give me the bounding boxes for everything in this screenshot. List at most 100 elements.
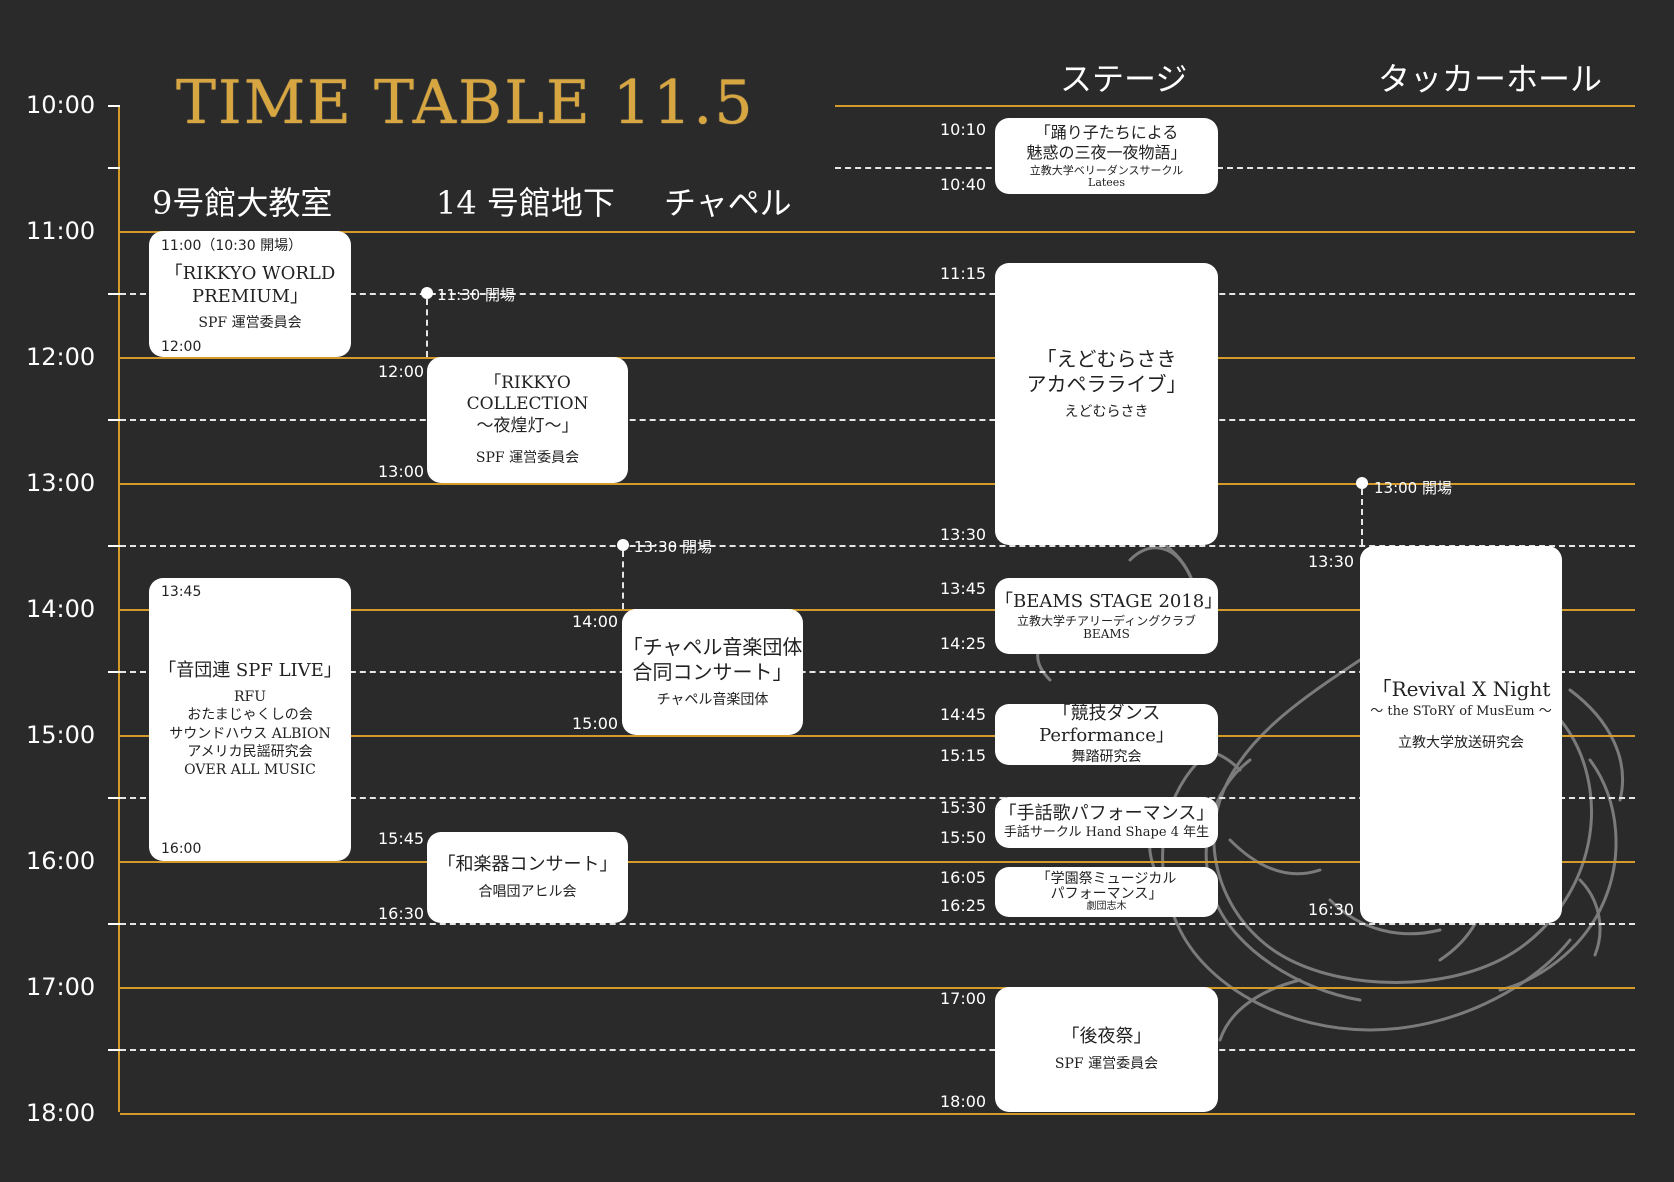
event-card-revival-x-night[interactable]: 「Revival X Night ～ the SToRY of MusEum ～…	[1360, 546, 1562, 923]
hour-label-12: 12:00	[26, 343, 96, 371]
event-card-belly-dance[interactable]: 「踊り子たちによる 魅惑の三夜一夜物語」 立教大学ベリーダンスサークル Late…	[995, 118, 1218, 194]
event-organizer: 立教大学ベリーダンスサークル Latees	[1029, 164, 1184, 189]
event-organizer: 立教大学チアリーディングクラブ BEAMS	[1017, 614, 1196, 642]
event-end-time: 18:00	[940, 1092, 987, 1111]
event-end-time: 12:00	[161, 339, 202, 355]
event-card-kyogi-dance[interactable]: 「競技ダンス Performance」 舞踏研究会	[995, 702, 1218, 765]
event-end-time: 16:30	[1308, 900, 1355, 919]
event-start-time: 15:30	[940, 798, 987, 817]
half-line-1430	[120, 671, 1635, 673]
event-card-edomurasaki[interactable]: 「えどむらさき アカペラライブ」 えどむらさき	[995, 263, 1218, 545]
event-title: 「RIKKYO COLLECTION ～夜煌灯～」	[466, 373, 589, 436]
event-end-time: 15:00	[572, 714, 619, 733]
event-organizer: SPF 運営委員会	[475, 449, 580, 466]
event-card-chapel-concert[interactable]: 「チャペル音楽団体 合同コンサート」 チャペル音楽団体	[622, 609, 803, 735]
opening-time-label: 11:30 開場	[437, 286, 515, 304]
event-organizer: SPF 運営委員会	[198, 315, 302, 332]
event-title: 「えどむらさき アカペラライブ」	[1026, 346, 1187, 396]
hour-label-18: 18:00	[26, 1099, 96, 1127]
hour-line-18	[120, 1113, 1635, 1115]
opening-connector	[1361, 489, 1363, 545]
hour-label-10: 10:00	[26, 91, 96, 119]
event-title: 「手話歌パフォーマンス」	[998, 802, 1215, 824]
axis-tick	[108, 545, 120, 547]
axis-tick	[108, 419, 120, 421]
event-start-time: 16:05	[940, 868, 987, 887]
event-end-time: 16:25	[940, 896, 987, 915]
hour-line-11	[120, 231, 1635, 233]
event-start-time: 13:45	[940, 579, 987, 598]
hour-label-17: 17:00	[26, 973, 96, 1001]
event-start-time: 13:45	[161, 584, 202, 600]
venue-header-stage: ステージ	[1060, 60, 1188, 98]
opening-time-label: 13:00 開場	[1374, 479, 1452, 497]
event-title: 「競技ダンス Performance」	[1039, 702, 1174, 747]
hour-line-17	[120, 987, 1635, 989]
event-start-time: 12:00	[378, 362, 425, 381]
event-start-time: 13:30	[1308, 552, 1355, 571]
event-organizer: えどむらさき	[1064, 403, 1149, 420]
hour-label-11: 11:00	[26, 217, 96, 245]
half-line-1030	[835, 167, 1635, 169]
hour-label-13: 13:00	[26, 469, 96, 497]
hour-line-13	[120, 483, 1635, 485]
event-card-rikkyo-world-premium[interactable]: 11:00（10:30 開場） 「RIKKYO WORLD PREMIUM」 S…	[149, 231, 351, 357]
event-card-rikkyo-collection[interactable]: 「RIKKYO COLLECTION ～夜煌灯～」 SPF 運営委員会	[427, 357, 628, 483]
event-card-shuwa-performance[interactable]: 「手話歌パフォーマンス」 手話サークル Hand Shape 4 年生	[995, 797, 1218, 848]
event-start-time: 15:45	[378, 829, 425, 848]
opening-marker	[1356, 477, 1368, 489]
event-card-wagakki-concert[interactable]: 「和楽器コンサート」 合唱団アヒル会	[427, 832, 628, 923]
page-title: TIME TABLE 11.5	[176, 68, 755, 138]
axis-tick	[108, 923, 120, 925]
opening-connector	[426, 299, 428, 357]
event-card-beams-stage[interactable]: 「BEAMS STAGE 2018」 立教大学チアリーディングクラブ BEAMS	[995, 578, 1223, 654]
half-line-1330	[120, 545, 1635, 547]
hour-label-16: 16:00	[26, 847, 96, 875]
opening-time-label: 13:30 開場	[634, 538, 712, 556]
event-organizer: 合唱団アヒル会	[478, 883, 577, 900]
event-card-koyasai[interactable]: 「後夜祭」 SPF 運営委員会	[995, 987, 1218, 1112]
event-title: 「和楽器コンサート」	[437, 854, 618, 876]
half-line-1130	[120, 293, 1635, 295]
event-card-musical[interactable]: 「学園祭ミュージカル パフォーマンス」 劇団志木	[995, 867, 1218, 917]
time-axis	[118, 106, 120, 1112]
event-title: 「踊り子たちによる 魅惑の三夜一夜物語」	[1026, 123, 1187, 163]
event-start-time: 10:10	[940, 120, 987, 139]
event-title: 「音団連 SPF LIVE」	[158, 659, 342, 681]
event-end-time: 16:30	[378, 904, 425, 923]
axis-tick	[108, 797, 120, 799]
event-organizer: チャペル音楽団体	[656, 691, 769, 708]
event-end-time: 16:00	[161, 841, 202, 857]
event-end-time: 13:00	[378, 462, 425, 481]
venue-header-hall9: 9号館大教室	[152, 184, 333, 222]
event-title: 「BEAMS STAGE 2018」	[995, 590, 1223, 612]
hour-line-14	[120, 609, 1635, 611]
event-card-ondanren-live[interactable]: 13:45 「音団連 SPF LIVE」 RFU おたまじゃくしの会 サウンドハ…	[149, 578, 351, 861]
event-organizer: 手話サークル Hand Shape 4 年生	[1003, 825, 1210, 841]
event-time: 11:00（10:30 開場）	[161, 238, 303, 254]
venue-header-b14: 14 号館地下	[436, 184, 615, 222]
event-end-time: 15:15	[940, 746, 987, 765]
event-end-time: 15:50	[940, 828, 987, 847]
event-start-time: 14:45	[940, 705, 987, 724]
axis-tick	[108, 167, 120, 169]
half-line-1630	[120, 923, 1635, 925]
opening-marker	[617, 539, 629, 551]
event-organizer: 劇団志木	[1086, 901, 1127, 913]
half-line-1230	[120, 419, 1635, 421]
axis-tick	[108, 671, 120, 673]
opening-connector	[622, 551, 624, 609]
event-end-time: 10:40	[940, 175, 987, 194]
event-organizer: 立教大学放送研究会	[1398, 734, 1524, 751]
event-subtitle: ～ the SToRY of MusEum ～	[1370, 704, 1552, 720]
hour-line-15	[120, 735, 1635, 737]
event-title: 「学園祭ミュージカル パフォーマンス」	[1036, 870, 1177, 902]
half-line-1730	[120, 1049, 1635, 1051]
event-end-time: 14:25	[940, 634, 987, 653]
hour-line-16	[120, 861, 1635, 863]
event-organizer: RFU おたまじゃくしの会 サウンドハウス ALBION アメリカ民謡研究会 O…	[169, 689, 331, 779]
event-start-time: 17:00	[940, 989, 987, 1008]
event-title: 「チャペル音楽団体 合同コンサート」	[622, 634, 803, 684]
event-organizer: SPF 運営委員会	[1054, 1055, 1159, 1072]
